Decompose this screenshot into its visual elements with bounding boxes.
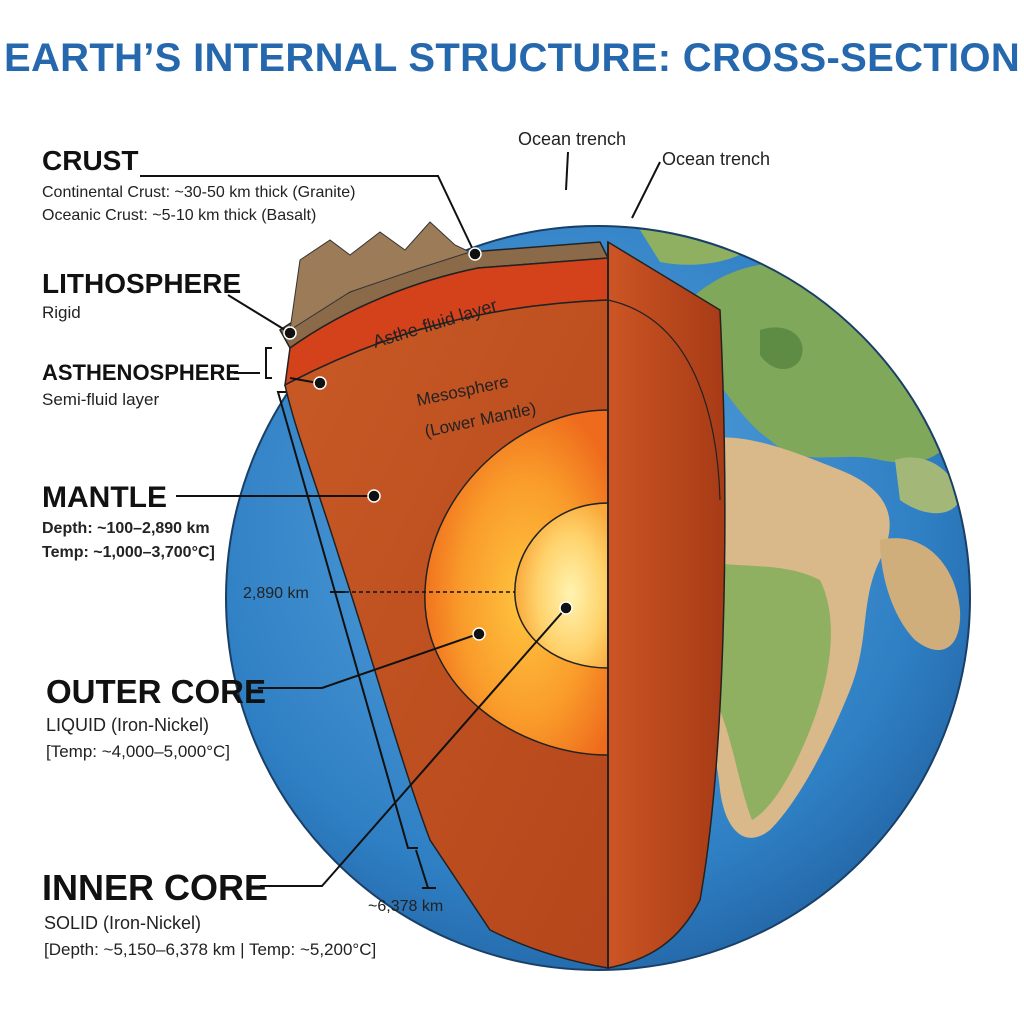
lithosphere-line1: Rigid <box>42 303 81 322</box>
depth-label-2890: 2,890 km <box>243 585 309 602</box>
crust-line2: Oceanic Crust: ~5-10 km thick (Basalt) <box>42 207 316 224</box>
wedge-side-wall <box>607 240 726 969</box>
outer-core-heading: OUTER CORE <box>46 673 266 710</box>
mantle-line1: Depth: ~100–2,890 km <box>42 520 210 537</box>
inner-core-line1: SOLID (Iron-Nickel) <box>44 913 201 933</box>
lithosphere-leader <box>227 294 291 334</box>
lithosphere-heading: LITHOSPHERE <box>42 268 241 299</box>
ocean-trench-leader-1 <box>565 151 569 191</box>
crust-callout: CRUST Continental Crust: ~30-50 km thick… <box>42 145 482 261</box>
outer-core-leader <box>258 633 479 689</box>
page-title: EARTH’S INTERNAL STRUCTURE: CROSS-SECTIO… <box>3 36 1021 80</box>
inner-core-line2: [Depth: ~5,150–6,378 km | Temp: ~5,200°C… <box>44 940 376 959</box>
crust-leader <box>140 175 476 255</box>
ocean-trench-label-2: Ocean trench <box>662 149 770 169</box>
crust-line1: Continental Crust: ~30-50 km thick (Gran… <box>42 184 355 201</box>
inner-core-callout: INNER CORE SOLID (Iron-Nickel) [Depth: ~… <box>42 601 573 959</box>
ocean-trench-leader-2 <box>631 161 661 219</box>
outer-core-callout: OUTER CORE LIQUID (Iron-Nickel) [Temp: ~… <box>46 627 486 761</box>
outer-core-line2: [Temp: ~4,000–5,000°C] <box>46 742 230 761</box>
depth-label-6378: ~6,378 km <box>368 898 443 915</box>
outer-core-line1: LIQUID (Iron-Nickel) <box>46 715 209 735</box>
mantle-heading: MANTLE <box>42 481 167 514</box>
lithosphere-callout: LITHOSPHERE Rigid <box>42 268 297 340</box>
mountain-relief <box>289 221 472 332</box>
mesosphere-boundary <box>607 299 721 501</box>
mantle-callout: MANTLE Depth: ~100–2,890 km Temp: ~1,000… <box>42 481 381 561</box>
asthenosphere-callout: ASTHENOSPHERE Semi-fluid layer <box>42 360 327 409</box>
cutaway-wedge <box>279 221 726 969</box>
mantle-line2: Temp: ~1,000–3,700°C] <box>42 544 215 561</box>
asthenosphere-heading: ASTHENOSPHERE <box>42 360 240 385</box>
ocean-trench-label-1: Ocean trench <box>518 129 626 149</box>
crust-heading: CRUST <box>42 145 138 176</box>
depth-scale: 2,890 km ~6,378 km <box>243 347 515 915</box>
inner-core-leader <box>260 607 567 887</box>
globe-outline <box>225 225 971 971</box>
asthenosphere-line1: Semi-fluid layer <box>42 390 159 409</box>
inner-core-layer <box>514 502 609 669</box>
inner-core-heading: INNER CORE <box>42 867 268 908</box>
